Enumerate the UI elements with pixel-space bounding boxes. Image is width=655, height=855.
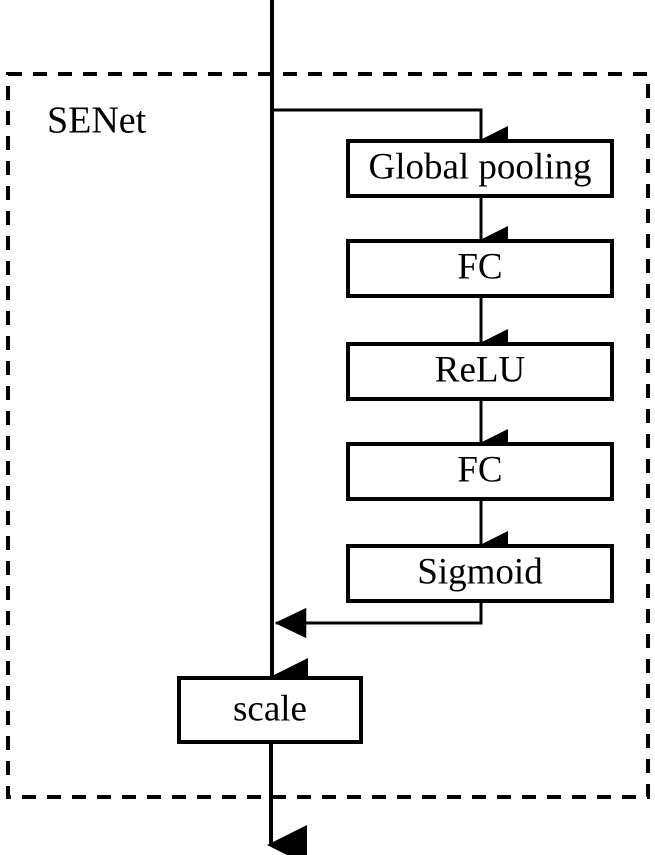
block-sigmoid[interactable]: Sigmoid xyxy=(346,544,614,603)
block-global-pooling-label: Global pooling xyxy=(368,146,591,187)
block-global-pooling[interactable]: Global pooling xyxy=(346,139,614,198)
block-relu-label: ReLU xyxy=(435,349,525,390)
block-fc-2-label: FC xyxy=(457,449,502,490)
block-scale-rect xyxy=(177,676,363,744)
block-relu[interactable]: ReLU xyxy=(346,342,614,401)
block-fc-1-rect xyxy=(346,239,614,298)
block-sigmoid-label: Sigmoid xyxy=(417,551,543,592)
block-global-pooling-rect xyxy=(346,139,614,198)
block-fc-2[interactable]: FC xyxy=(346,442,614,501)
connector-input-to-global-pooling xyxy=(272,108,508,156)
block-scale-label: scale xyxy=(233,688,307,729)
block-fc-1[interactable]: FC xyxy=(346,239,614,298)
block-scale[interactable]: scale xyxy=(177,676,363,744)
senet-group-title: SENet xyxy=(47,100,147,142)
block-sigmoid-rect xyxy=(346,544,614,603)
connector-sigmoid-to-trunk xyxy=(274,601,483,639)
senet-group-border xyxy=(6,72,650,799)
block-fc-1-label: FC xyxy=(457,246,502,287)
